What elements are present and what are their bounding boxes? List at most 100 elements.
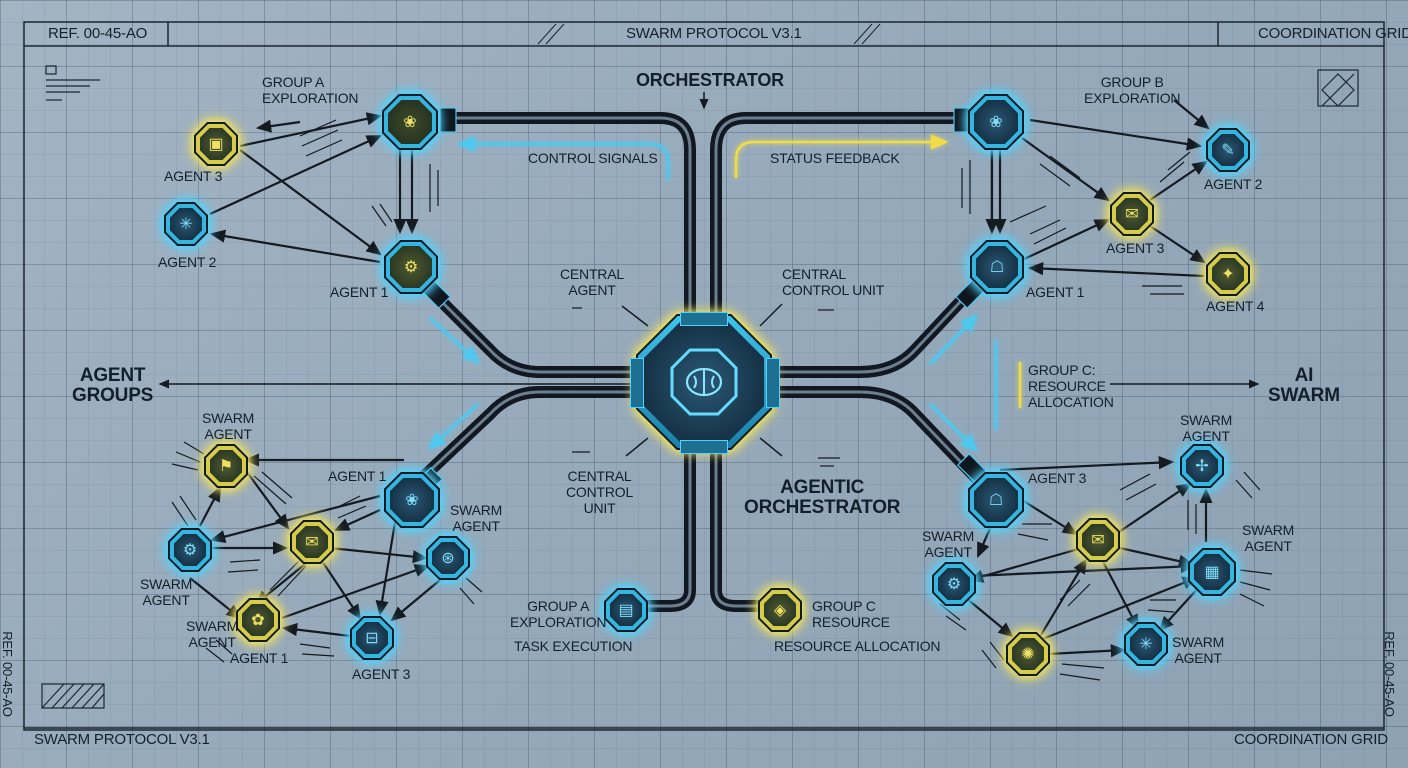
corner-glyph-top-right <box>1317 69 1359 107</box>
chip-icon: ⊛ <box>441 550 455 567</box>
chip-icon: ✳ <box>179 216 193 233</box>
tr-agent-3-label: AGENT 3 <box>1106 240 1165 256</box>
control-signals-label: CONTROL SIGNALS <box>528 150 658 166</box>
cube-icon: ▤ <box>618 602 634 619</box>
bl-swarm-agent-bottom-label: SWARM AGENT <box>186 618 239 650</box>
chip-icon: ⚙ <box>946 576 962 593</box>
header-grid: COORDINATION GRID <box>1258 25 1408 42</box>
br-swarm-agent-top-node[interactable]: ✢ <box>1180 444 1224 488</box>
main-pipes-inner <box>418 116 980 608</box>
br-swarm-agent-right-node[interactable]: ▦ <box>1188 548 1236 596</box>
task-execution-label: TASK EXECUTION <box>514 638 633 654</box>
chip-icon: ✺ <box>1021 646 1035 663</box>
bl-mail-agent-node[interactable]: ✉ <box>290 520 334 564</box>
bl-swarm-agent-left-label: SWARM AGENT <box>140 576 193 608</box>
group-a-exploration-top-label: GROUP A EXPLORATION <box>262 74 359 106</box>
bl-agent-3-label: AGENT 3 <box>352 666 411 682</box>
group-b-hub-node[interactable]: ❀ <box>968 94 1024 150</box>
mail-icon: ✉ <box>1091 532 1105 549</box>
bottom-right-links <box>965 456 1213 658</box>
side-ref-left: REF. 00-45-AO <box>0 631 15 717</box>
group-b-agent-1-node[interactable]: ☖ <box>970 240 1024 294</box>
bl-agent-1-bottom-node[interactable]: ✿ <box>236 598 280 642</box>
chip-icon: ⚙ <box>182 542 198 559</box>
bl-swarm-agent-top-node[interactable]: ⚑ <box>204 444 248 488</box>
br-swarm-agent-bottom-node[interactable]: ✳ <box>1124 622 1168 666</box>
mail-icon: ✉ <box>305 534 319 551</box>
hub-top-tab <box>680 312 728 326</box>
chat-icon: ☖ <box>988 492 1004 509</box>
mail-icon: ✉ <box>1125 206 1139 223</box>
group-a-agent-3-node[interactable]: ▣ <box>194 122 238 166</box>
bottom-left-links <box>189 453 441 638</box>
chip-icon: ⚑ <box>218 458 234 475</box>
group-a-agent-1-node[interactable]: ⚙ <box>384 240 438 294</box>
side-arrows <box>158 92 1260 457</box>
group-b-exploration-label: GROUP B EXPLORATION <box>1084 74 1181 106</box>
footer-hatch <box>41 683 105 709</box>
footer-protocol: SWARM PROTOCOL V3.1 <box>34 731 210 748</box>
orchestrator-title: ORCHESTRATOR <box>636 70 784 90</box>
chip-icon: ✢ <box>1195 458 1209 475</box>
tr-agent-2-label: AGENT 2 <box>1204 176 1263 192</box>
motion-dashes <box>171 119 1273 681</box>
header-ref: REF. 00-45-AO <box>48 25 148 42</box>
group-a-task-node[interactable]: ▤ <box>604 588 648 632</box>
bl-agent-3-node[interactable]: ⊟ <box>350 616 394 660</box>
group-b-links <box>985 99 1210 278</box>
brain-icon: ❀ <box>403 114 417 131</box>
central-agent-label: CENTRAL AGENT <box>560 266 624 298</box>
group-b-agent-4-node[interactable]: ✦ <box>1206 252 1250 296</box>
status-feedback-label: STATUS FEEDBACK <box>770 150 900 166</box>
chip-icon: ▦ <box>1204 564 1220 581</box>
bl-swarm-agent-top-label: SWARM AGENT <box>202 410 255 442</box>
bottom-right-hub-node[interactable]: ☖ <box>968 472 1024 528</box>
resource-allocation-label: RESOURCE ALLOCATION <box>774 638 941 654</box>
agentic-orchestrator-label: AGENTIC ORCHESTRATOR <box>744 477 901 518</box>
group-a-bottom-label: GROUP A EXPLORATION <box>510 598 607 630</box>
cube-icon: ◈ <box>773 602 787 619</box>
frame <box>23 21 1385 731</box>
group-c-bottom-label: GROUP C RESOURCE <box>812 598 890 630</box>
hub-right-tab <box>766 358 780 408</box>
group-c-resource-allocation-label: GROUP C: RESOURCE ALLOCATION <box>1028 362 1114 410</box>
corner-glyph-top-left <box>45 65 100 101</box>
header-protocol: SWARM PROTOCOL V3.1 <box>626 25 802 42</box>
side-ref-right: REF. 00-45-AO <box>1381 631 1397 717</box>
brain-icon <box>670 348 738 416</box>
br-swarm-agent-bottom-label: SWARM AGENT <box>1172 634 1225 666</box>
tl-agent-2-label: AGENT 2 <box>158 254 217 270</box>
br-swarm-agent-left-node[interactable]: ⚙ <box>932 562 976 606</box>
central-hub-node[interactable] <box>636 314 772 450</box>
group-b-agent-3-node[interactable]: ✉ <box>1110 192 1154 236</box>
group-c-task-node[interactable]: ◈ <box>758 588 802 632</box>
chip-icon: ⊟ <box>365 630 379 647</box>
br-agent-3-label: AGENT 3 <box>1028 470 1087 486</box>
central-control-unit-top-label: CENTRAL CONTROL UNIT <box>782 266 885 298</box>
bl-swarm-agent-right-node[interactable]: ⊛ <box>426 536 470 580</box>
brain-icon: ❀ <box>405 492 419 509</box>
group-a-agent-2-node[interactable]: ✳ <box>164 202 208 246</box>
bottom-left-hub-node[interactable]: ❀ <box>384 472 440 528</box>
chip-icon: ✦ <box>1221 266 1235 283</box>
br-mail-agent-node[interactable]: ✉ <box>1076 518 1120 562</box>
group-a-hub-node[interactable]: ❀ <box>382 94 438 150</box>
br-agent-bottom-node[interactable]: ✺ <box>1006 632 1050 676</box>
chip-icon: ⚙ <box>403 259 419 276</box>
tr-agent-1-label: AGENT 1 <box>1026 284 1085 300</box>
group-b-agent-2-node[interactable]: ✎ <box>1206 128 1250 172</box>
chip-icon: ✳ <box>1139 636 1153 653</box>
bl-swarm-agent-left-node[interactable]: ⚙ <box>168 528 212 572</box>
control-signal-line <box>428 134 1022 452</box>
central-control-unit-bottom-label: CENTRAL CONTROL UNIT <box>566 468 634 516</box>
br-swarm-agent-top-label: SWARM AGENT <box>1180 412 1233 444</box>
footer-grid: COORDINATION GRID <box>1234 731 1388 748</box>
bl-agent-1-bottom-label: AGENT 1 <box>230 650 289 666</box>
hub-left-tab <box>630 358 644 408</box>
bl-swarm-agent-right-label: SWARM AGENT <box>450 502 503 534</box>
tr-agent-4-label: AGENT 4 <box>1206 298 1265 314</box>
agent-groups-label: AGENT GROUPS <box>72 365 154 406</box>
tl-agent-1-label: AGENT 1 <box>330 284 389 300</box>
brain-icon: ❀ <box>989 114 1003 131</box>
